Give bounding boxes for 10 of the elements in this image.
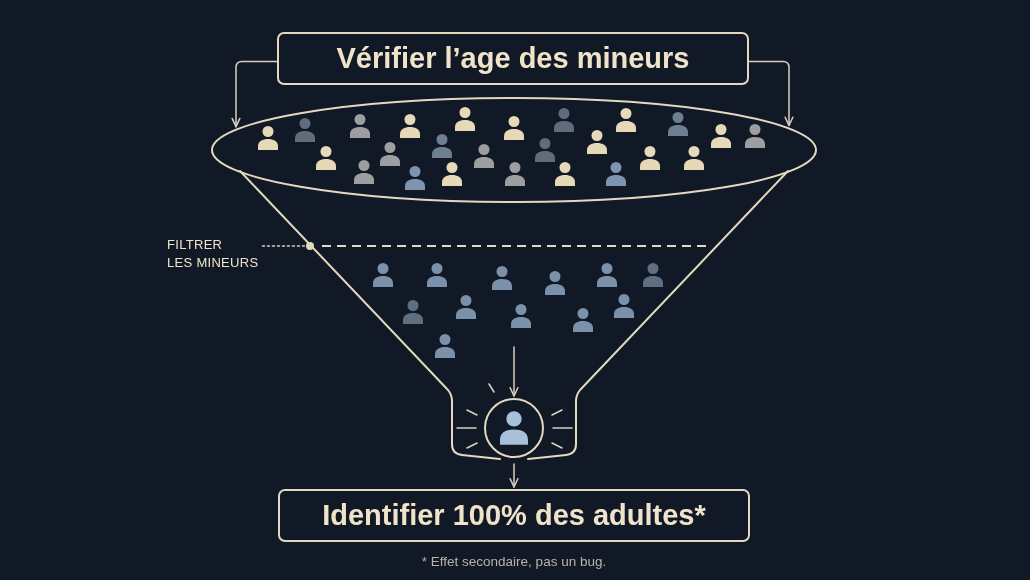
arrow xyxy=(748,60,794,127)
callout-label: FILTRER LES MINEURS xyxy=(167,236,259,272)
result-box: Identifier 100% des adultes* xyxy=(278,489,750,542)
heading-box: Vérifier l’age des mineurs xyxy=(277,32,749,85)
arrow xyxy=(509,346,519,397)
highlight-ring xyxy=(484,398,544,458)
footnote: * Effet secondaire, pas un bug. xyxy=(421,554,607,569)
leader-line xyxy=(261,242,314,250)
arrow xyxy=(231,60,278,128)
arrow xyxy=(509,463,519,488)
